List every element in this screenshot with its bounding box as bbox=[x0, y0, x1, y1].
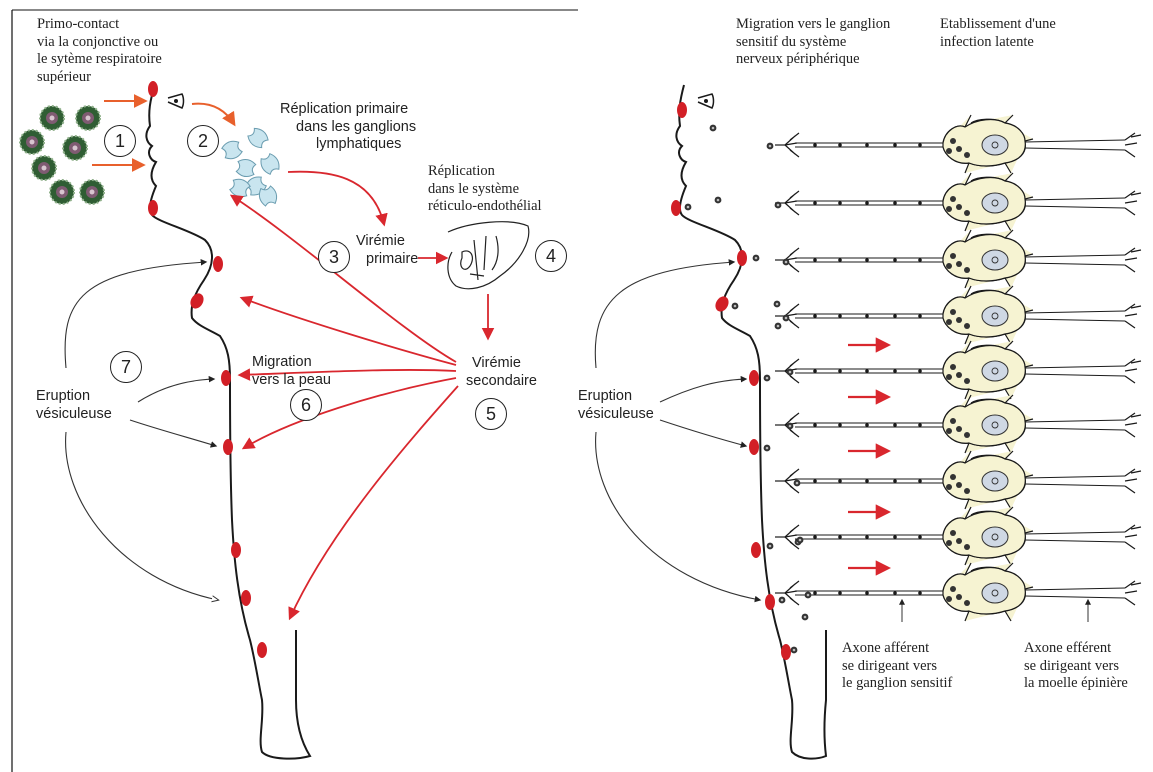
text-line: Virémie bbox=[472, 355, 521, 371]
text-line: dans les ganglions bbox=[296, 118, 417, 135]
label-eruption-left: Eruption vésiculeuse bbox=[36, 388, 112, 423]
label-primo-contact: Primo-contact via la conjonctive ou le s… bbox=[37, 16, 162, 86]
text-line: Axone afférent bbox=[842, 640, 930, 656]
text-line: sensitif du système bbox=[736, 33, 847, 50]
text-line: réticulo-endothélial bbox=[428, 198, 542, 214]
body-profile-right bbox=[675, 84, 828, 760]
text-line: Eruption bbox=[578, 388, 633, 404]
text-line: infection latente bbox=[940, 33, 1034, 50]
text-line: Migration bbox=[252, 354, 312, 370]
text-line: nerveux périphérique bbox=[736, 51, 860, 67]
migration-arrows bbox=[848, 337, 892, 576]
label-eruption-right: Eruption vésiculeuse bbox=[578, 388, 654, 423]
text-line: Etablissement d'une bbox=[940, 16, 1056, 32]
label-viremie-primaire: Virémie primaire bbox=[356, 233, 418, 268]
text-line: le ganglion sensitif bbox=[842, 675, 953, 691]
step-6-badge: 6 bbox=[290, 389, 322, 421]
step-5-badge: 5 bbox=[475, 398, 507, 430]
step-4-badge: 4 bbox=[535, 240, 567, 272]
text-line: dans le système bbox=[428, 180, 520, 197]
text-line: Migration vers le ganglion bbox=[736, 16, 891, 32]
spread-arrows bbox=[229, 170, 495, 621]
label-viremie-secondaire: Virémie secondaire bbox=[466, 355, 537, 390]
text-line: vers la peau bbox=[252, 371, 331, 388]
lymph-nodes bbox=[220, 125, 283, 208]
text-line: Réplication bbox=[428, 163, 495, 179]
label-replication-primaire: Réplication primaire dans les ganglions … bbox=[280, 101, 416, 154]
text-line: Virémie bbox=[356, 233, 405, 249]
text-line: vésiculeuse bbox=[36, 405, 112, 422]
eruption-arrows-right bbox=[594, 259, 762, 603]
text-line: vésiculeuse bbox=[578, 405, 654, 422]
label-migration-ganglion: Migration vers le ganglion sensitif du s… bbox=[736, 16, 890, 69]
step-3-badge: 3 bbox=[318, 241, 350, 273]
skin-lesions-right bbox=[671, 102, 791, 660]
text-line: supérieur bbox=[37, 68, 91, 85]
text-line: Réplication primaire bbox=[280, 101, 409, 117]
eruption-arrows-left bbox=[64, 259, 218, 600]
step-1-badge: 1 bbox=[104, 125, 136, 157]
text-line: secondaire bbox=[466, 372, 537, 389]
text-line: se dirigeant vers bbox=[1024, 657, 1120, 674]
label-axone-afferent: Axone afférent se dirigeant vers le gang… bbox=[842, 640, 952, 693]
virus-particles bbox=[19, 105, 105, 205]
text-line: se dirigeant vers bbox=[842, 657, 938, 674]
label-axone-efferent: Axone efférent se dirigeant vers la moel… bbox=[1024, 640, 1128, 693]
sensory-neurons bbox=[774, 114, 1142, 622]
axon-pointers bbox=[899, 598, 1091, 622]
text-line: via la conjonctive ou bbox=[37, 33, 159, 50]
label-replication-reticulo: Réplication dans le système réticulo-end… bbox=[428, 163, 542, 216]
text-line: la moelle épinière bbox=[1024, 675, 1128, 691]
entry-arrows bbox=[92, 94, 236, 172]
label-etablissement: Etablissement d'une infection latente bbox=[940, 16, 1056, 51]
text-line: le sytème respiratoire bbox=[37, 51, 162, 67]
text-line: Primo-contact bbox=[37, 16, 120, 32]
text-line: primaire bbox=[366, 250, 419, 267]
text-line: Axone efférent bbox=[1024, 640, 1112, 656]
skin-lesions-left bbox=[148, 81, 267, 658]
step-2-badge: 2 bbox=[187, 125, 219, 157]
text-line: lymphatiques bbox=[316, 136, 402, 152]
dendrite-dots bbox=[766, 142, 812, 599]
label-migration-peau: Migration vers la peau bbox=[252, 354, 331, 389]
virus-dots bbox=[684, 124, 809, 654]
liver-icon bbox=[447, 221, 530, 290]
text-line: Eruption bbox=[36, 388, 91, 404]
body-profile-left bbox=[145, 84, 312, 760]
step-7-badge: 7 bbox=[110, 351, 142, 383]
